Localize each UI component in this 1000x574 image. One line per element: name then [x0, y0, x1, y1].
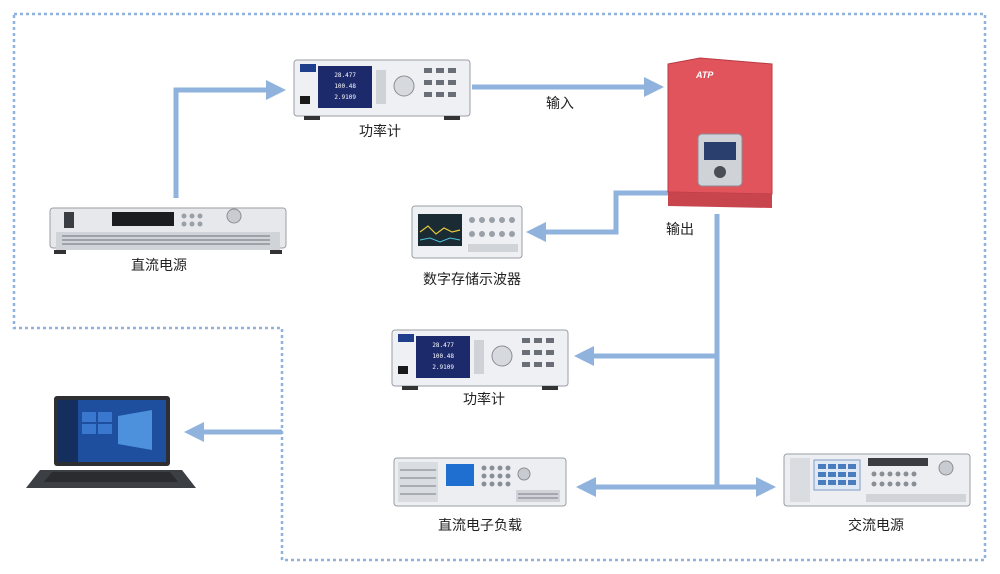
dc-power-supply — [49, 207, 287, 254]
arrow-output-to-load — [576, 477, 717, 497]
arrow-inverter-to-scope — [526, 190, 668, 242]
meter-bottom-reading-3: 2.9109 — [432, 364, 454, 371]
meter-top-reading-1: 28.477 — [334, 72, 356, 79]
arrow-to-laptop — [184, 422, 282, 442]
label-oscilloscope: 数字存储示波器 — [423, 272, 521, 288]
label-output: 输出 — [666, 222, 694, 238]
inverter-icon: ATP — [667, 57, 773, 208]
label-power-meter-top: 功率计 — [359, 123, 401, 140]
arrow-meter-to-inverter — [472, 77, 664, 97]
meter-top-reading-3: 2.9109 — [334, 94, 356, 101]
oscilloscope — [411, 205, 523, 259]
label-dc-power-supply: 直流电源 — [131, 257, 187, 274]
power-meter-bottom: 28.477 100.48 2.9109 — [391, 329, 569, 390]
label-dc-electronic-load: 直流电子负载 — [438, 517, 522, 534]
svg-text:ATP: ATP — [695, 70, 714, 80]
meter-top-reading-2: 100.48 — [334, 83, 356, 90]
laptop-icon — [26, 396, 196, 488]
meter-bottom-reading-2: 100.48 — [432, 353, 454, 360]
arrow-dc-to-meter — [173, 80, 286, 198]
label-input: 输入 — [546, 96, 574, 112]
dc-electronic-load — [393, 457, 567, 507]
arrow-output-to-meter — [574, 346, 717, 366]
ac-power-source — [783, 453, 971, 507]
label-ac-power-source: 交流电源 — [848, 517, 904, 534]
arrow-output-to-ac — [717, 477, 776, 497]
meter-bottom-reading-1: 28.477 — [432, 342, 454, 349]
power-meter-top: 28.477 100.48 2.9109 — [293, 59, 471, 120]
label-power-meter-bottom: 功率计 — [463, 391, 505, 408]
system-boundary — [12, 12, 987, 562]
